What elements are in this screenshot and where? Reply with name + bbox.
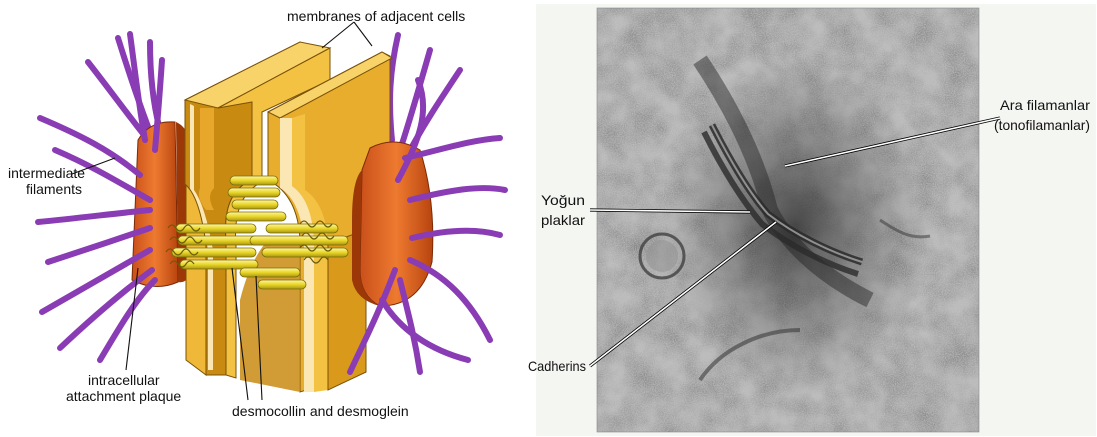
desmosome-illustration: membranes of adjacent cells intermediate… xyxy=(8,8,505,419)
label-yogun-line2: plaklar xyxy=(541,212,585,228)
label-plaque-line2: attachment plaque xyxy=(66,388,181,404)
label-membranes: membranes of adjacent cells xyxy=(287,8,465,24)
micrograph-image xyxy=(597,8,979,432)
label-intermediate-line1: intermediate xyxy=(8,165,85,181)
electron-micrograph-panel: Ara filamanlar (tonofilamanlar) Yoğun pl… xyxy=(528,4,1096,436)
label-cadherins: Cadherins xyxy=(528,358,586,374)
label-ara-filamanlar-line1: Ara filamanlar xyxy=(1000,97,1090,113)
label-desmocollin: desmocollin and desmoglein xyxy=(232,403,409,419)
label-intermediate-line2: filaments xyxy=(26,181,82,197)
label-ara-filamanlar-line2: (tonofilamanlar) xyxy=(994,117,1090,133)
label-yogun-line1: Yoğun xyxy=(541,192,585,208)
label-plaque-line1: intracellular xyxy=(88,372,160,388)
